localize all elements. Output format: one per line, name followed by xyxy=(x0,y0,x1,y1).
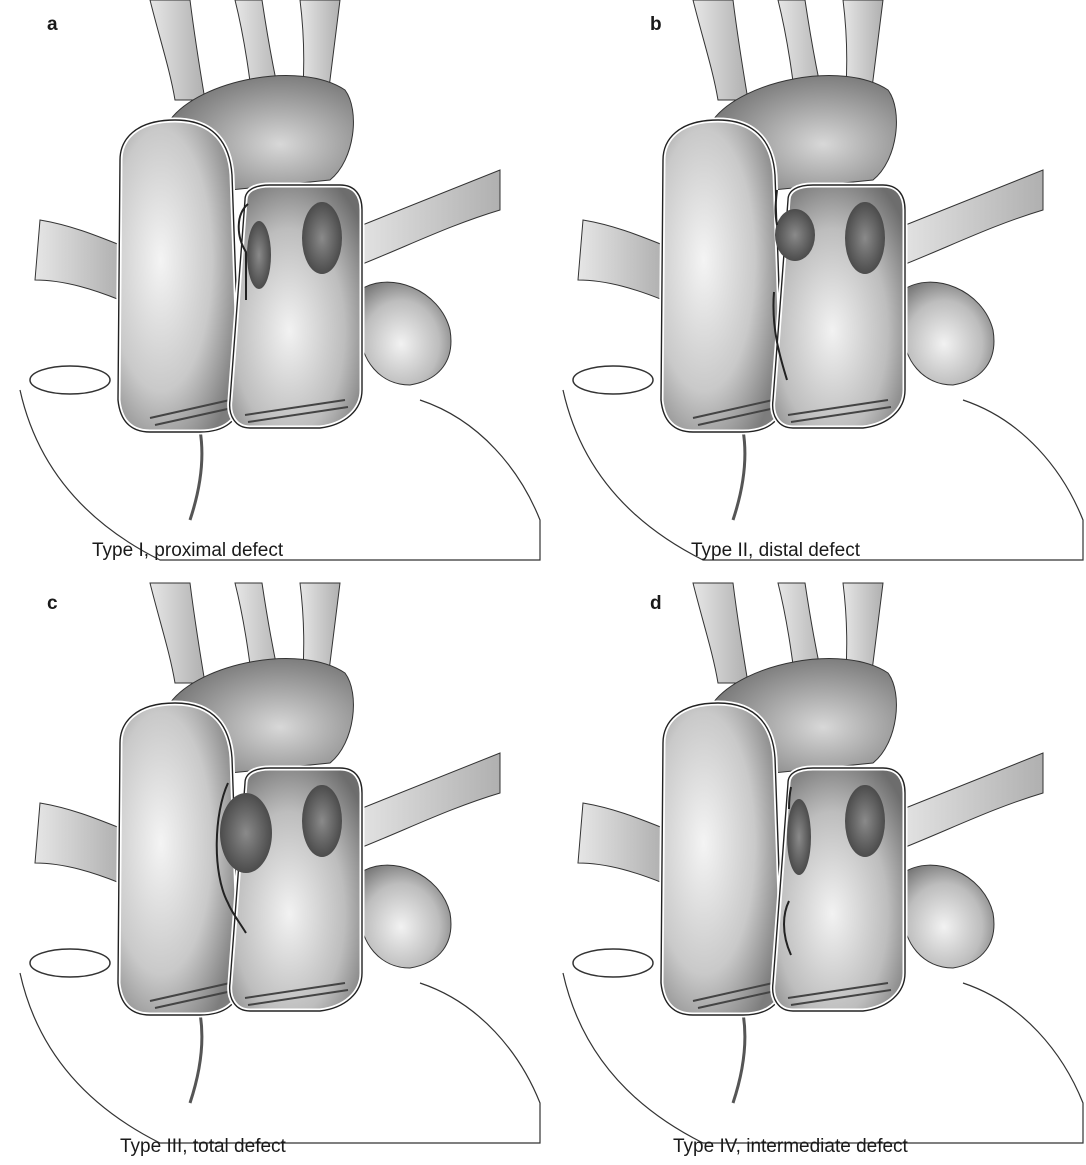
pulmonary-trunk xyxy=(773,185,905,428)
left-pulmonary-branch xyxy=(350,170,500,265)
pulmonary-trunk xyxy=(230,185,362,428)
brachiocephalic-vessel xyxy=(150,583,205,683)
right-pulmonary-branch xyxy=(578,803,663,883)
heart-illustration xyxy=(543,0,1086,582)
panel-caption: Type II, distal defect xyxy=(691,540,860,562)
right-atrial-appendage xyxy=(573,949,653,977)
ascending-aorta xyxy=(661,120,783,432)
aorta xyxy=(661,703,783,1015)
left-pulmonary-branch xyxy=(893,170,1043,265)
panel-caption: Type III, total defect xyxy=(120,1136,286,1158)
panel-letter: a xyxy=(47,14,58,36)
right-pulmonary-branch xyxy=(35,803,120,883)
right-pulmonary-branch xyxy=(578,220,663,300)
panel-letter: b xyxy=(650,14,662,36)
left-pulmonary-branch xyxy=(350,753,500,848)
heart-illustration xyxy=(543,583,1086,1165)
heart-illustration xyxy=(0,0,543,582)
ascending-aorta xyxy=(661,703,783,1015)
right-pulmonary-branch xyxy=(35,220,120,300)
main-pulmonary-artery xyxy=(773,768,905,1011)
pulmonary-branch-orifice xyxy=(302,202,342,274)
pulmonary-branch-orifice xyxy=(845,202,885,274)
right-atrial-appendage xyxy=(30,366,110,394)
pulmonary-branch-orifice xyxy=(845,785,885,857)
aorta xyxy=(118,703,240,1015)
panel-letter: d xyxy=(650,593,662,615)
pulmonary-branch-orifice xyxy=(302,785,342,857)
right-atrial-appendage xyxy=(573,366,653,394)
left-atrial-appendage xyxy=(903,282,994,385)
panel-caption: Type IV, intermediate defect xyxy=(673,1136,908,1158)
heart-illustration xyxy=(0,583,543,1165)
main-pulmonary-artery xyxy=(230,185,362,428)
brachiocephalic-vessel xyxy=(693,583,748,683)
left-atrial-appendage xyxy=(360,865,451,968)
pulmonary-trunk xyxy=(220,768,362,1011)
left-atrial-appendage xyxy=(360,282,451,385)
right-atrial-appendage xyxy=(30,949,110,977)
panel-caption: Type I, proximal defect xyxy=(92,540,283,562)
left-pulmonary-branch xyxy=(893,753,1043,848)
aorta xyxy=(661,120,783,432)
brachiocephalic-vessel xyxy=(150,0,205,100)
aorta xyxy=(118,120,240,432)
ascending-aorta xyxy=(118,703,240,1015)
left-atrial-appendage xyxy=(903,865,994,968)
ascending-aorta xyxy=(118,120,240,432)
panel-letter: c xyxy=(47,593,58,615)
brachiocephalic-vessel xyxy=(693,0,748,100)
pulmonary-trunk xyxy=(773,768,905,1011)
